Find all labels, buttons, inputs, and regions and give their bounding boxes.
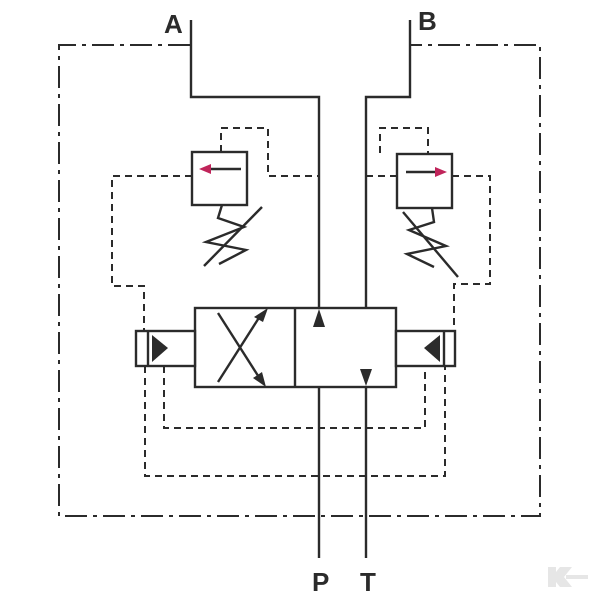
port-label-b: B xyxy=(418,6,437,36)
spring-right-adjust-icon xyxy=(402,211,459,278)
cross-arrow-up-head-icon xyxy=(254,308,268,322)
relief-valve-left-arrow-icon xyxy=(199,164,211,174)
line-b-to-t xyxy=(364,20,412,558)
schematic-lines xyxy=(58,20,541,558)
port-label-t: T xyxy=(360,567,376,597)
relief-valve-right xyxy=(395,152,454,210)
k-logo-watermark-icon xyxy=(548,567,588,587)
spring-right-icon xyxy=(403,207,450,269)
enclosure-border xyxy=(58,44,541,517)
line-a-to-p xyxy=(189,20,321,558)
pilot-left-lower-outer xyxy=(144,366,446,477)
pilot-left-top-loop xyxy=(220,127,319,177)
pilot-left-outer xyxy=(111,175,192,331)
port-label-p: P xyxy=(312,567,329,597)
cross-arrow-down-head-icon xyxy=(253,372,266,387)
pilot-actuator-right-triangle-icon xyxy=(424,335,440,362)
pilot-left-lower-inner xyxy=(163,366,426,429)
relief-valve-left xyxy=(190,150,249,207)
pilot-right-outer xyxy=(452,175,491,331)
spring-left-adjust-icon xyxy=(203,206,263,267)
pilot-actuator-left-triangle-icon xyxy=(152,335,168,362)
port-label-a: A xyxy=(164,9,183,39)
t-flow-arrow-down-icon xyxy=(360,369,372,386)
pilot-right-top-loop xyxy=(379,127,429,154)
spring-left-icon xyxy=(201,204,250,266)
relief-valve-right-arrow-icon xyxy=(435,167,447,177)
cross-arrow-up xyxy=(216,312,264,383)
p-flow-arrow-up-icon xyxy=(313,309,325,327)
